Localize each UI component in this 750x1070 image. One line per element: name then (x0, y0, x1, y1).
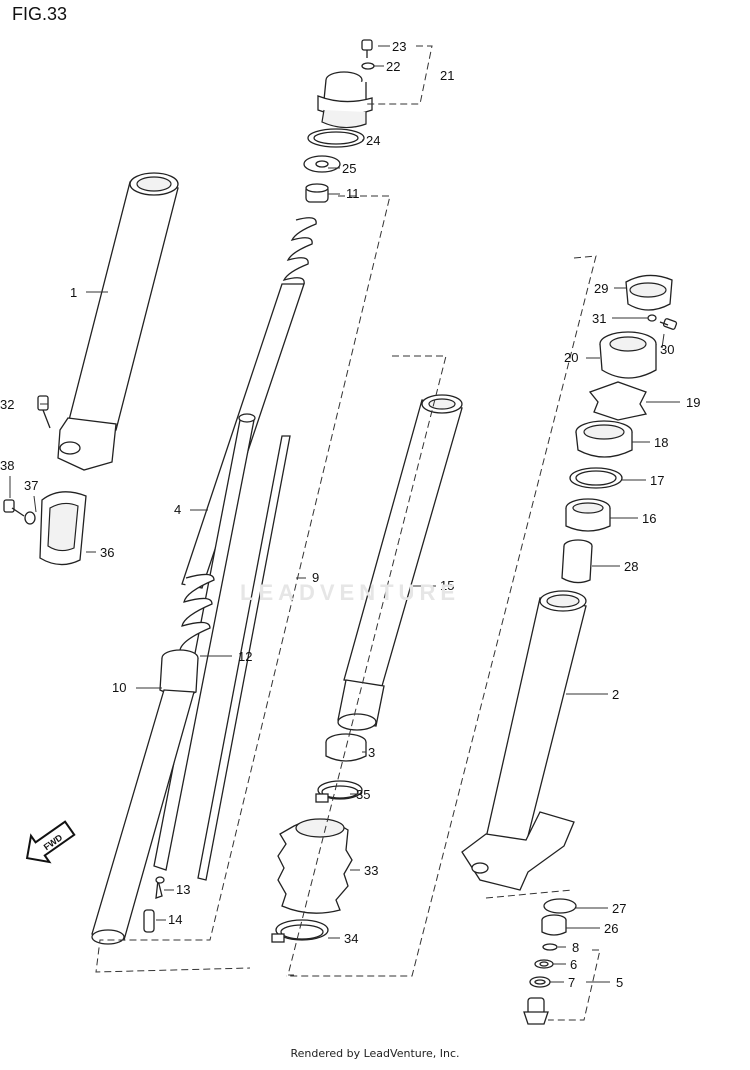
callout-3: 3 (368, 745, 375, 760)
callout-36: 36 (100, 545, 114, 560)
fwd-arrow-icon: FWD (25, 820, 76, 864)
callout-30: 30 (660, 342, 674, 357)
part-32-bolt (37, 395, 51, 429)
callout-37: 37 (24, 478, 38, 493)
part-36-guard (39, 491, 87, 566)
bracket-center-assembly (287, 355, 447, 976)
figure-title: FIG.33 (12, 4, 68, 24)
callout-32: 32 (0, 397, 14, 412)
part-11-spacer-collar (305, 183, 329, 203)
part-30-bolt (659, 318, 678, 330)
callout-38: 38 (0, 458, 14, 473)
part-12-inner-tube (91, 689, 195, 945)
part-8-washer (542, 943, 558, 951)
part-4-damper-rod (153, 283, 305, 871)
part-29-clamp-bracket (625, 274, 673, 311)
callout-27: 27 (612, 901, 626, 916)
callout-15: 15 (440, 578, 454, 593)
leader-lines (9, 45, 680, 983)
callout-16: 16 (642, 511, 656, 526)
bracket-right-assembly (286, 255, 597, 977)
part-13-bolt (155, 876, 165, 899)
part-38-bolt (3, 499, 25, 517)
part-34-clamp (271, 919, 329, 943)
callout-28: 28 (624, 559, 638, 574)
callout-4: 4 (174, 502, 181, 517)
callout-31: 31 (592, 311, 606, 326)
part-spring-upper (282, 217, 317, 285)
part-28-spacer (561, 539, 593, 584)
callout-21: 21 (440, 68, 454, 83)
callout-20: 20 (564, 350, 578, 365)
callout-35: 35 (356, 787, 370, 802)
callout-1: 1 (70, 285, 77, 300)
callout-7: 7 (568, 975, 575, 990)
callout-9: 9 (312, 570, 319, 585)
callout-33: 33 (364, 863, 378, 878)
part-10-bushing (159, 649, 199, 697)
part-2-outer-tube (461, 590, 587, 891)
callout-19: 19 (686, 395, 700, 410)
part-27-oring (543, 898, 577, 914)
part-15-inner-tube (337, 394, 463, 731)
callout-labels: 23 22 21 24 25 11 1 32 38 37 36 4 9 15 1… (0, 39, 700, 990)
callout-8: 8 (572, 940, 579, 955)
part-6-washer (534, 959, 554, 969)
part-31-washer (647, 314, 657, 322)
part-23-screw (361, 39, 373, 58)
part-7-washer (529, 976, 551, 988)
part-26-cap (541, 914, 567, 936)
callout-10: 10 (112, 680, 126, 695)
callout-13: 13 (176, 882, 190, 897)
callout-23: 23 (392, 39, 406, 54)
part-18-oil-seal (575, 420, 633, 458)
callout-25: 25 (342, 161, 356, 176)
callout-6: 6 (570, 957, 577, 972)
part-33-dust-boot (277, 818, 353, 914)
part-25-washer (303, 155, 341, 173)
callout-17: 17 (650, 473, 664, 488)
callout-5: 5 (616, 975, 623, 990)
callout-14: 14 (168, 912, 182, 927)
part-3-bushing (325, 733, 367, 762)
callout-29: 29 (594, 281, 608, 296)
callout-11: 11 (346, 186, 360, 201)
part-20-seal-holder (599, 331, 657, 379)
part-5-drain-bolt (523, 997, 549, 1025)
callout-18: 18 (654, 435, 668, 450)
bracket-left-assembly (95, 195, 391, 973)
watermark: LEADVENTURE (240, 580, 461, 605)
callout-24: 24 (366, 133, 380, 148)
part-22-oring (361, 62, 375, 70)
part-21-cap-bolt (317, 71, 373, 129)
callout-12: 12 (238, 649, 252, 664)
callout-26: 26 (604, 921, 618, 936)
callout-34: 34 (344, 931, 358, 946)
footer-credit: Rendered by LeadVenture, Inc. (290, 1047, 460, 1060)
part-24-oring (307, 128, 365, 148)
part-1-outer-tube (57, 172, 179, 471)
bracket-21 (366, 45, 433, 105)
callout-2: 2 (612, 687, 619, 702)
bracket-5 (548, 949, 601, 1021)
part-spring-lower (179, 573, 215, 651)
part-17-washer (569, 467, 623, 489)
bracket-bottom-assembly (485, 889, 573, 899)
part-37-washer (24, 511, 36, 525)
part-9-rod (197, 435, 291, 881)
part-16-bushing (565, 498, 611, 532)
callout-22: 22 (386, 59, 400, 74)
part-14-spring-pin (143, 909, 155, 933)
part-19-gasket (588, 381, 648, 421)
